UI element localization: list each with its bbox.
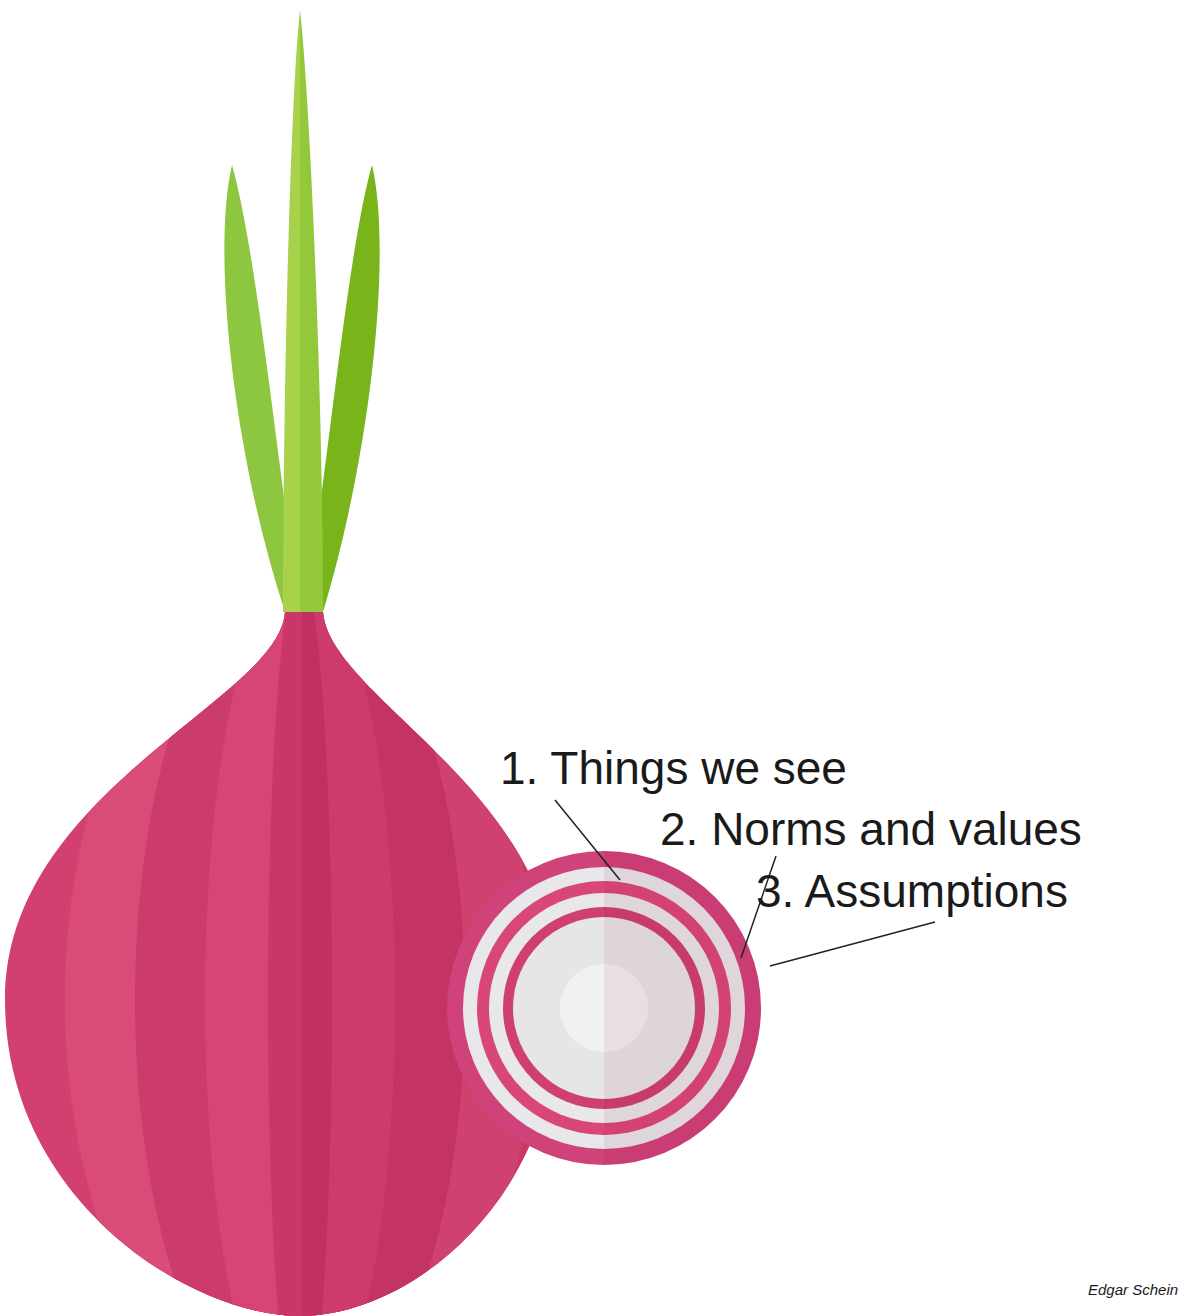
layer-label: 3. Assumptions [756, 868, 1068, 914]
leader-line [555, 800, 620, 880]
credit-text: Edgar Schein [1088, 1282, 1178, 1297]
layer-label: 2. Norms and values [660, 806, 1082, 852]
leader-line [770, 922, 935, 966]
slice-shade [604, 840, 774, 1180]
layer-label: 1. Things we see [500, 745, 847, 791]
onion-leaf [300, 10, 323, 612]
onion-leaf [283, 10, 300, 612]
onion-slice [447, 840, 774, 1180]
